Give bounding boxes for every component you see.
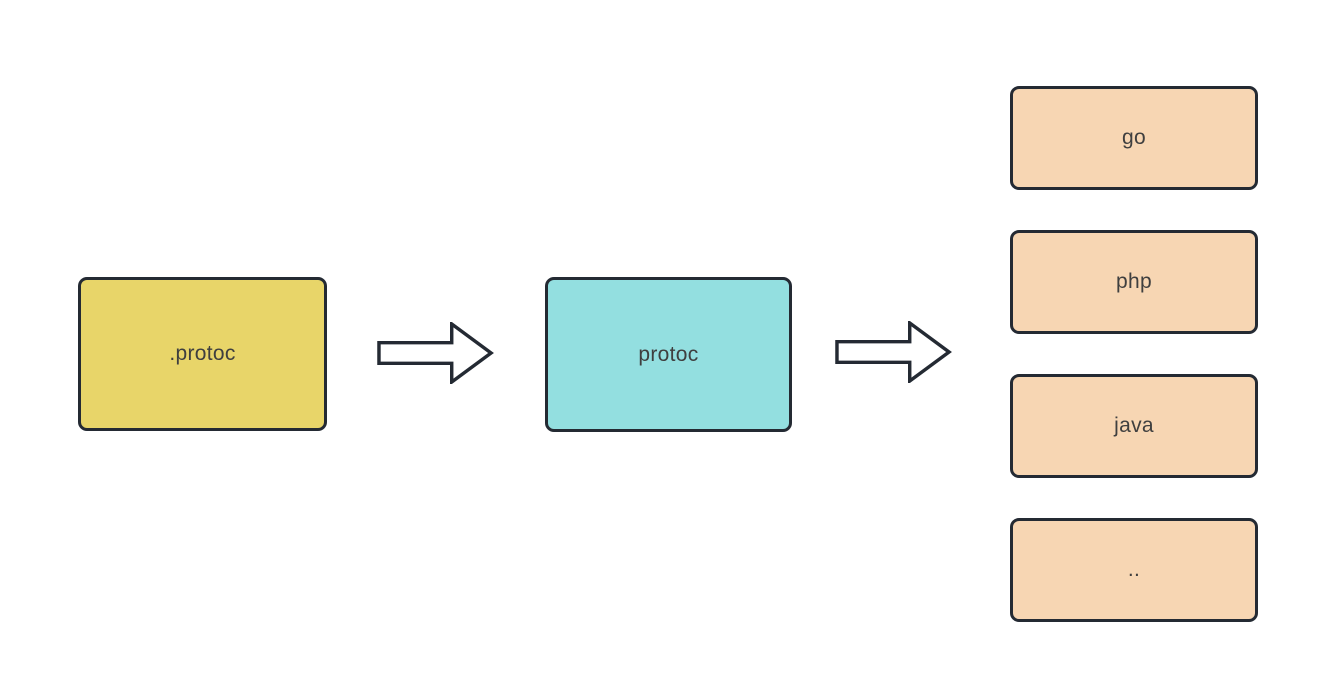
node-output-other: .. (1010, 518, 1258, 622)
node-label: java (1114, 414, 1154, 437)
node-output-go: go (1010, 86, 1258, 190)
arrow-right-icon (835, 321, 952, 383)
node-label: .protoc (169, 342, 236, 365)
node-protoc-source-file: .protoc (78, 277, 327, 431)
node-label: go (1122, 126, 1146, 149)
node-label: .. (1127, 558, 1141, 581)
arrow-right-icon (377, 322, 494, 384)
node-protoc-compiler: protoc (545, 277, 792, 432)
node-label: protoc (638, 342, 699, 366)
node-label: php (1116, 270, 1152, 293)
node-output-java: java (1010, 374, 1258, 478)
node-output-php: php (1010, 230, 1258, 334)
